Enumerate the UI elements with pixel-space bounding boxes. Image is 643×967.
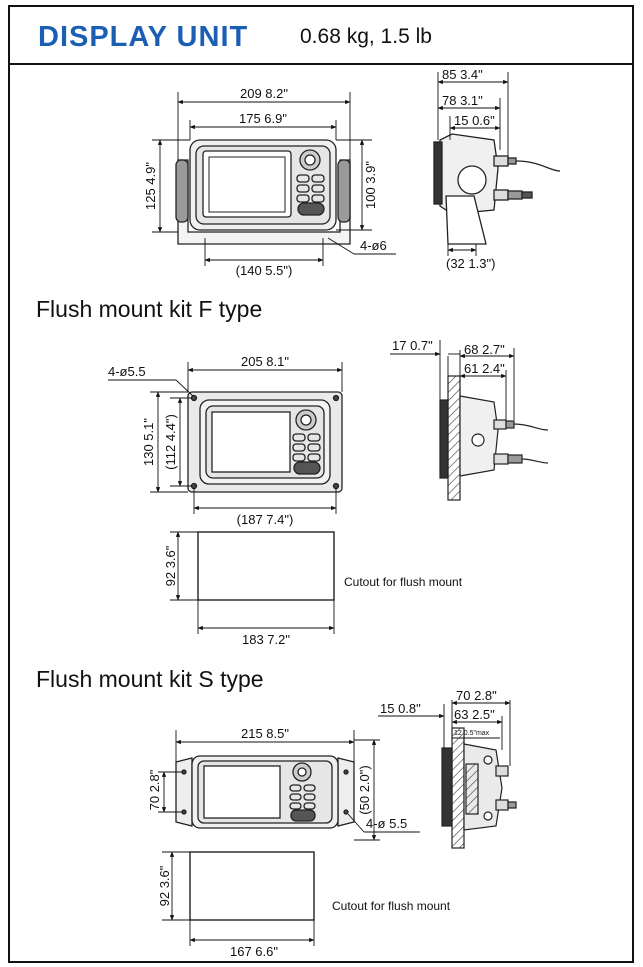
dim-height-100: 100 3.9"	[363, 161, 378, 209]
dim-hole-span-187: (187 7.4")	[237, 512, 294, 527]
flush-s-front-dimensions	[158, 730, 420, 841]
cutout-label-s: Cutout for flush mount	[332, 899, 451, 913]
dim-width-175: 175 6.9"	[239, 111, 287, 126]
section-title-flush-f: Flush mount kit F type	[36, 296, 263, 322]
display-front-view	[175, 139, 351, 245]
weight-label: 0.68 kg, 1.5 lb	[300, 25, 432, 48]
cutout-label-f: Cutout for flush mount	[344, 575, 463, 589]
dim-height-125: 125 4.9"	[143, 162, 158, 210]
dim-hole-pitch-70: 70 2.8"	[147, 769, 162, 810]
dim-depth-63: 63 2.5"	[454, 707, 495, 722]
header: DISPLAY UNIT 0.68 kg, 1.5 lb	[10, 7, 632, 65]
dim-height-50: (50 2.0")	[357, 765, 372, 814]
dim-width-209: 209 8.2"	[240, 86, 288, 101]
section-title-flush-s: Flush mount kit S type	[36, 666, 264, 692]
flush-s-side-view	[441, 727, 517, 849]
dim-hole-dia-5-5-s: 4-ø 5.5	[366, 816, 407, 831]
dim-panel-15: 15 0.8"	[380, 701, 421, 716]
page-title: DISPLAY UNIT	[38, 21, 249, 53]
display-side-dimensions	[437, 72, 509, 256]
dim-depth-68: 68 2.7"	[464, 342, 505, 357]
dim-depth-15: 15 0.6"	[454, 113, 495, 128]
dim-depth-78: 78 3.1"	[442, 93, 483, 108]
dim-cutout-183: 183 7.2"	[242, 632, 290, 647]
dim-hole-span-140: (140 5.5")	[236, 263, 293, 278]
dim-depth-61: 61 2.4"	[464, 361, 505, 376]
dim-width-215: 215 8.5"	[241, 726, 289, 741]
display-front-dimensions	[152, 92, 396, 266]
dim-hole-dia-6: 4-ø6	[360, 238, 387, 253]
display-side-view	[433, 133, 561, 245]
flush-f-side-dimensions	[390, 340, 515, 420]
flush-s-side-dimensions	[378, 700, 511, 766]
flush-s-front-view	[175, 755, 355, 829]
dim-panel-17: 17 0.7"	[392, 338, 433, 353]
dim-depth-85: 85 3.4"	[442, 67, 483, 82]
flush-f-side-view	[439, 375, 549, 501]
dim-depth-70: 70 2.8"	[456, 688, 497, 703]
dim-cutout-167: 167 6.6"	[230, 944, 278, 959]
dim-width-205: 205 8.1"	[241, 354, 289, 369]
dim-height-130: 130 5.1"	[141, 418, 156, 466]
dim-hole-dia-5-5: 4-ø5.5	[108, 364, 146, 379]
flush-f-front-view	[187, 391, 343, 493]
dim-cutout-92-s: 92 3.6"	[157, 865, 172, 906]
page-frame: DISPLAY UNIT 0.68 kg, 1.5 lb	[8, 5, 634, 963]
flush-s-cutout	[162, 851, 315, 946]
dim-base-32: (32 1.3")	[446, 256, 495, 271]
dim-max-12: 12 0.5"max	[454, 730, 490, 737]
dim-cutout-92: 92 3.6"	[163, 545, 178, 586]
dim-height-112: (112 4.4")	[163, 414, 178, 470]
flush-f-front-dimensions	[108, 362, 343, 514]
flush-f-cutout	[170, 531, 335, 634]
